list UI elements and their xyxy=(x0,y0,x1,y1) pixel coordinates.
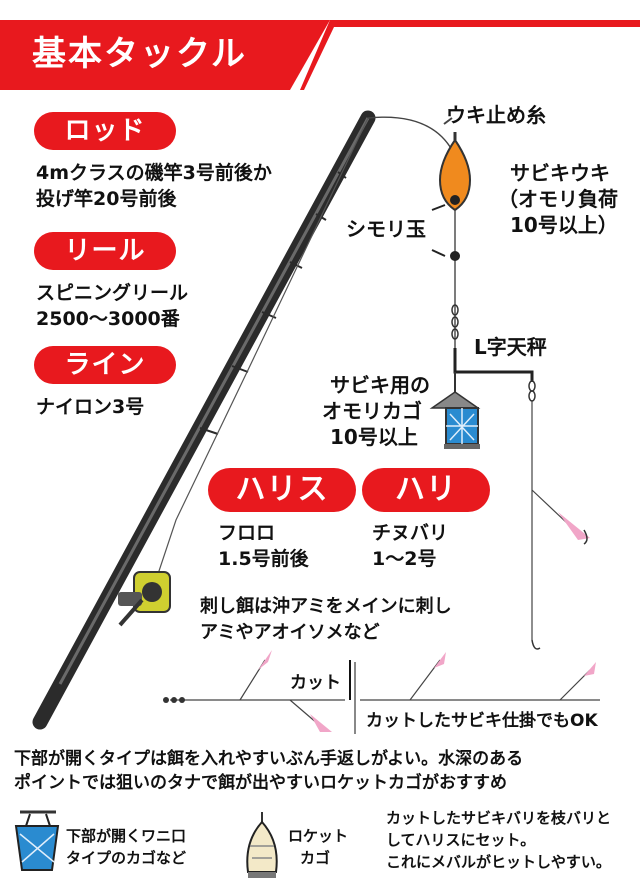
bottom-desc-line1: 下部が開くタイプは餌を入れやすいぶん手返しがよい。水深のある xyxy=(14,749,524,769)
bait-note-line2: アミやアオイソメなど xyxy=(200,622,380,643)
basket-drawing xyxy=(429,372,481,449)
reel-spec-line2: 2500〜3000番 xyxy=(36,308,180,330)
rocket-label-line2: カゴ xyxy=(300,849,331,867)
bait-note-line1: 刺し餌は沖アミをメインに刺し xyxy=(200,596,452,617)
page-title: 基本タックル xyxy=(32,34,247,74)
hari-spec-line1: チヌバリ xyxy=(372,522,449,544)
kago-label-line3: 10号以上 xyxy=(330,425,418,449)
cut-label: カット xyxy=(290,673,341,693)
kago-label-line1: サビキ用の xyxy=(330,373,430,397)
note-line1: カットしたサビキバリを枝バリと xyxy=(386,809,612,827)
note-line3: これにメバルがヒットしやすい。 xyxy=(386,853,611,871)
rod-drawing xyxy=(32,110,453,730)
reel-spec-line1: スピニングリール xyxy=(36,282,189,304)
harisu-spec-line2: 1.5号前後 xyxy=(218,548,309,570)
bottom-desc-line2: ポイントでは狙いのタナで餌が出やすいロケットカゴがおすすめ xyxy=(14,773,507,793)
cut-diagram xyxy=(163,650,600,734)
float-label-line3: 10号以上） xyxy=(510,213,618,237)
harisu-spec-line1: フロロ xyxy=(218,522,276,544)
uki-stop-label: ウキ止め糸 xyxy=(446,103,546,127)
float-label-line2: （オモリ負荷 xyxy=(498,187,618,211)
wanikuchi-label-line2: タイプのカゴなど xyxy=(66,849,187,867)
rocket-basket-icon xyxy=(246,812,278,878)
wanikuchi-basket-icon xyxy=(14,810,60,871)
cut-ok-label: カットしたサビキ仕掛でもOK xyxy=(366,711,598,731)
reel-heading: リール xyxy=(34,232,176,270)
tenbin-label: L字天秤 xyxy=(474,335,547,359)
wanikuchi-label-line1: 下部が開くワニ口 xyxy=(66,827,187,845)
rod-spec-line2: 投げ竿20号前後 xyxy=(36,188,177,210)
line-heading: ライン xyxy=(34,346,176,384)
harisu-heading: ハリス xyxy=(208,468,356,512)
float-label-line1: サビキウキ xyxy=(510,161,610,185)
rocket-label-line1: ロケット xyxy=(288,827,349,845)
hari-heading: ハリ xyxy=(362,468,490,512)
rod-spec-line1: 4mクラスの磯竿3号前後か xyxy=(36,162,272,184)
kago-label-line2: オモリカゴ xyxy=(322,399,422,423)
note-line2: してハリスにセット。 xyxy=(386,831,536,849)
rod-heading: ロッド xyxy=(34,112,176,150)
hari-spec-line2: 1〜2号 xyxy=(372,548,437,570)
shimori-label: シモリ玉 xyxy=(346,217,426,241)
reel-drawing xyxy=(118,571,171,627)
line-spec: ナイロン3号 xyxy=(36,396,145,418)
